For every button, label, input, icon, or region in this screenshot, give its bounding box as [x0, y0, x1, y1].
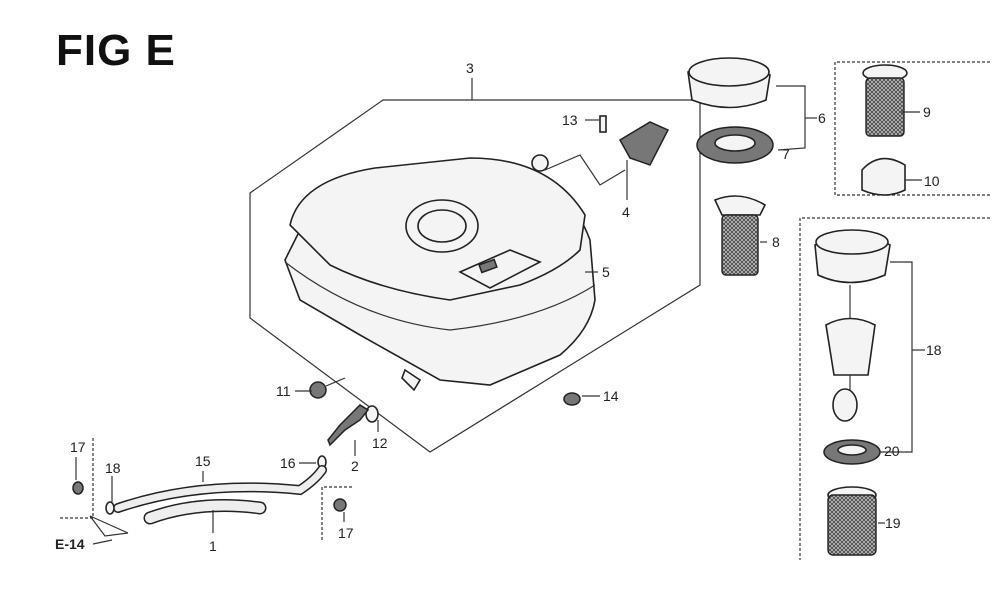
callout-18-left: 18	[105, 460, 121, 476]
callout-13: 13	[562, 112, 578, 128]
callout-20: 20	[884, 443, 900, 459]
leader-lines	[75, 85, 925, 533]
figure-title: FIG E	[56, 26, 176, 75]
callout-8: 8	[772, 234, 780, 250]
callout-2: 2	[351, 458, 359, 474]
fuel-cap-assembly	[814, 229, 891, 422]
fuel-tube	[113, 465, 327, 525]
callout-10: 10	[924, 173, 940, 189]
seal-20	[823, 439, 881, 465]
callout-12: 12	[372, 435, 388, 451]
strainer-19	[827, 486, 877, 556]
callout-6: 6	[818, 110, 826, 126]
ring-10	[861, 157, 906, 196]
callout-17-left: 17	[70, 439, 86, 455]
callout-16: 16	[280, 455, 296, 471]
clamp-right	[333, 498, 347, 512]
callout-18: 18	[926, 342, 942, 358]
screw	[599, 115, 607, 133]
bolt	[309, 377, 346, 399]
callout-9: 9	[923, 104, 931, 120]
bracket-9-10	[834, 61, 990, 196]
bracket-17b	[321, 486, 352, 540]
callout-19: 19	[885, 515, 901, 531]
callout-11: 11	[276, 383, 291, 399]
callout-15: 15	[195, 453, 211, 469]
cap-seal	[696, 126, 774, 164]
fuel-gauge	[531, 121, 670, 186]
fuel-tank	[284, 157, 596, 392]
callout-17-right: 17	[338, 525, 354, 541]
fuel-cap	[687, 57, 771, 109]
callout-4: 4	[622, 204, 630, 220]
bracket-18	[799, 217, 990, 560]
clip-small	[105, 501, 115, 515]
callout-7: 7	[782, 146, 790, 162]
bracket-17	[60, 437, 94, 519]
reference-e14: E-14	[55, 536, 85, 552]
callout-3: 3	[466, 60, 474, 76]
reference-arrow	[92, 539, 113, 545]
callout-1: 1	[209, 538, 217, 554]
callout-14: 14	[603, 388, 619, 404]
washer	[365, 405, 379, 423]
callout-5: 5	[602, 264, 610, 280]
fuel-cock	[327, 404, 370, 447]
clamp-left	[72, 481, 84, 495]
tank-group-bracket	[249, 78, 701, 453]
filter-9	[862, 64, 908, 137]
strainer	[713, 195, 767, 276]
grommet	[563, 392, 581, 406]
